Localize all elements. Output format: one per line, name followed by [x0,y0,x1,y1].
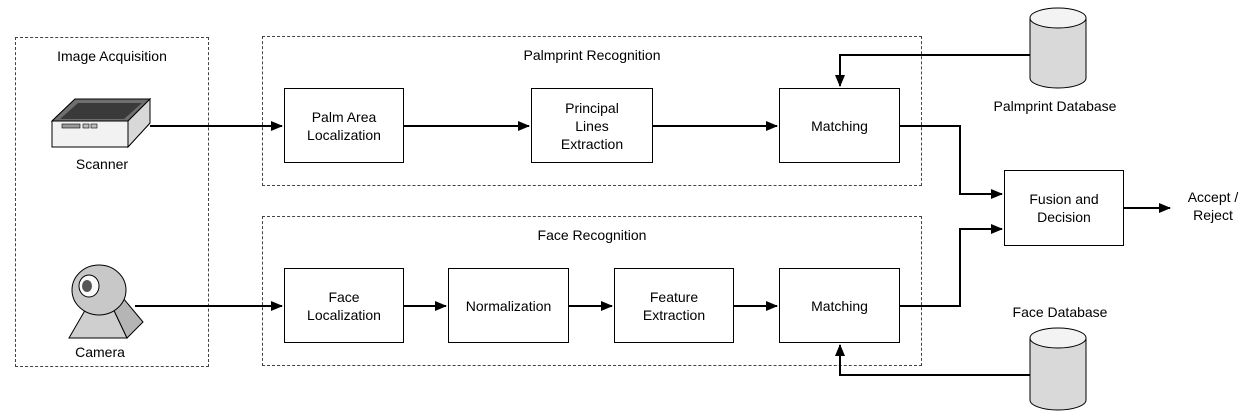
arrow-palm-database-to-matching [835,54,1030,87]
image-acquisition-title: Image Acquisition [57,48,167,64]
palm-area-localization-box: Palm Area Localization [284,88,404,163]
database-icon [1029,7,1087,89]
arrow-face-matching-to-fusion [900,224,1003,307]
palmprint-recognition-group: Palmprint Recognition [262,36,922,186]
fusion-and-decision-box: Fusion and Decision [1004,170,1124,246]
webcam-icon [68,264,144,339]
palmprint-recognition-title: Palmprint Recognition [523,47,661,63]
arrow-face-database-to-matching [835,344,1030,376]
face-matching-box: Matching [779,268,900,343]
face-database-label: Face Database [1012,304,1108,320]
principal-lines-extraction-box: Principal Lines Extraction [531,88,653,163]
database-icon [1029,327,1087,411]
scanner-icon [50,97,152,149]
arrow-palm-matching-to-fusion [900,125,1003,199]
face-recognition-group: Face Recognition [262,216,922,366]
image-acquisition-group: Image Acquisition [15,37,209,367]
camera-label: Camera [75,344,125,360]
face-recognition-title: Face Recognition [537,227,647,243]
accept-reject-label: Accept / Reject [1187,189,1239,223]
palmprint-database-label: Palmprint Database [993,98,1117,114]
face-localization-box: Face Localization [284,268,404,343]
normalization-box: Normalization [448,268,569,343]
palm-matching-box: Matching [779,88,900,163]
scanner-label: Scanner [75,156,129,172]
feature-extraction-box: Feature Extraction [614,268,734,343]
